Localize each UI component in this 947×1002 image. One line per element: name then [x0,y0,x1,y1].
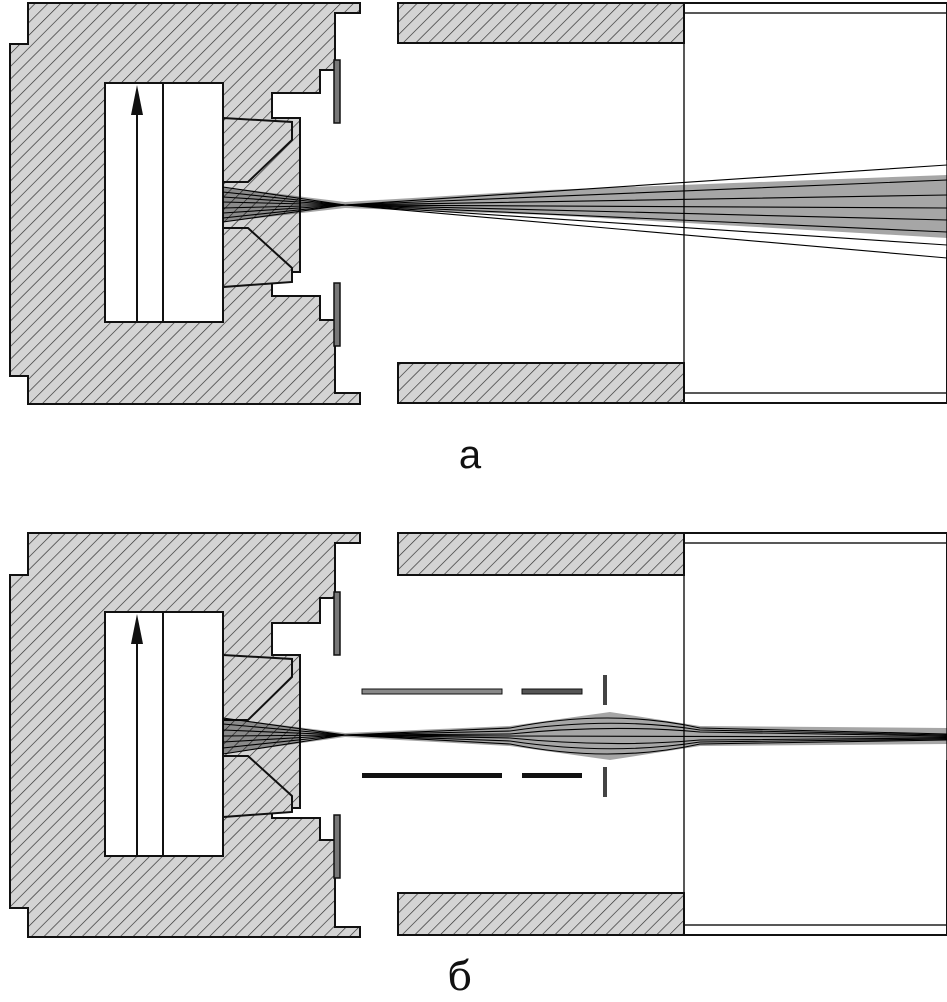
panel-label-b: б [448,954,472,1000]
lens-electrode-3-lower [603,767,607,797]
drift-wall-upper [397,2,685,44]
anode-plate-lower [333,814,341,879]
drift-wall-upper [397,532,685,576]
focus-electrode-lower [222,227,293,289]
anode-plate-upper [333,591,341,656]
lens-electrode-2-lower [522,773,582,778]
lens-electrode-2-upper [521,688,583,695]
anode-plate-lower [333,282,341,347]
panel-b: б [9,532,947,1000]
anode-plate-upper [333,59,341,124]
arrow-icon [131,85,143,115]
electron-beam-b [222,712,947,760]
focus-electrode-upper [222,653,293,721]
lens-electrode-1-lower [362,773,502,778]
lens-electrode-1-upper [361,688,503,695]
electron-beam-a [222,164,947,259]
focus-electrode-upper [222,116,293,183]
arrow-icon [131,614,143,644]
drift-wall-lower [397,362,685,404]
panel-a: а [9,2,947,477]
lens-electrode-3-upper [603,675,607,705]
panel-label-a: а [459,433,482,477]
drift-wall-lower [397,892,685,936]
focus-electrode-lower [222,755,293,819]
